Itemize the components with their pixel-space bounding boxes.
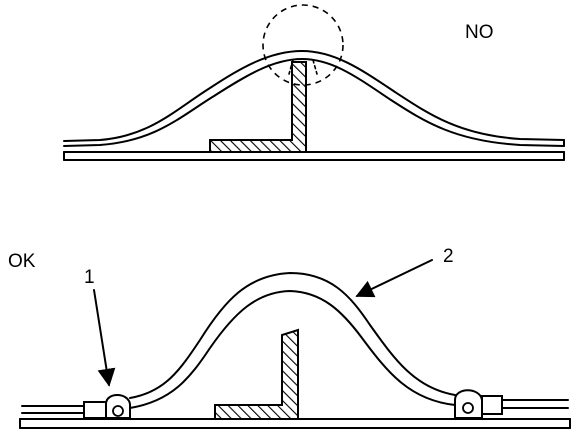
chafe-point-marker xyxy=(262,4,344,86)
callout-number-2: 2 xyxy=(443,246,454,267)
cable-end-left xyxy=(21,405,85,414)
callout-arrow-1 xyxy=(93,289,116,387)
base-plate xyxy=(63,151,565,161)
angle-bracket xyxy=(209,61,307,153)
callout-number-1: 1 xyxy=(84,267,95,288)
cable-end-right xyxy=(501,399,569,409)
cable-draped-over-bracket xyxy=(63,50,565,147)
angle-bracket xyxy=(214,328,299,420)
correct-routing-panel: OK 1 2 xyxy=(8,246,571,429)
contact-detail xyxy=(288,59,318,75)
status-label-no: NO xyxy=(465,22,494,43)
status-label-ok: OK xyxy=(8,251,36,272)
callout-arrow-2 xyxy=(355,259,433,298)
cable-arched-clear-of-bracket xyxy=(129,272,456,409)
cable-clamp-right xyxy=(454,389,503,419)
incorrect-routing-panel: NO xyxy=(63,4,565,161)
base-plate xyxy=(19,418,571,429)
cable-clamp-left xyxy=(83,394,131,419)
